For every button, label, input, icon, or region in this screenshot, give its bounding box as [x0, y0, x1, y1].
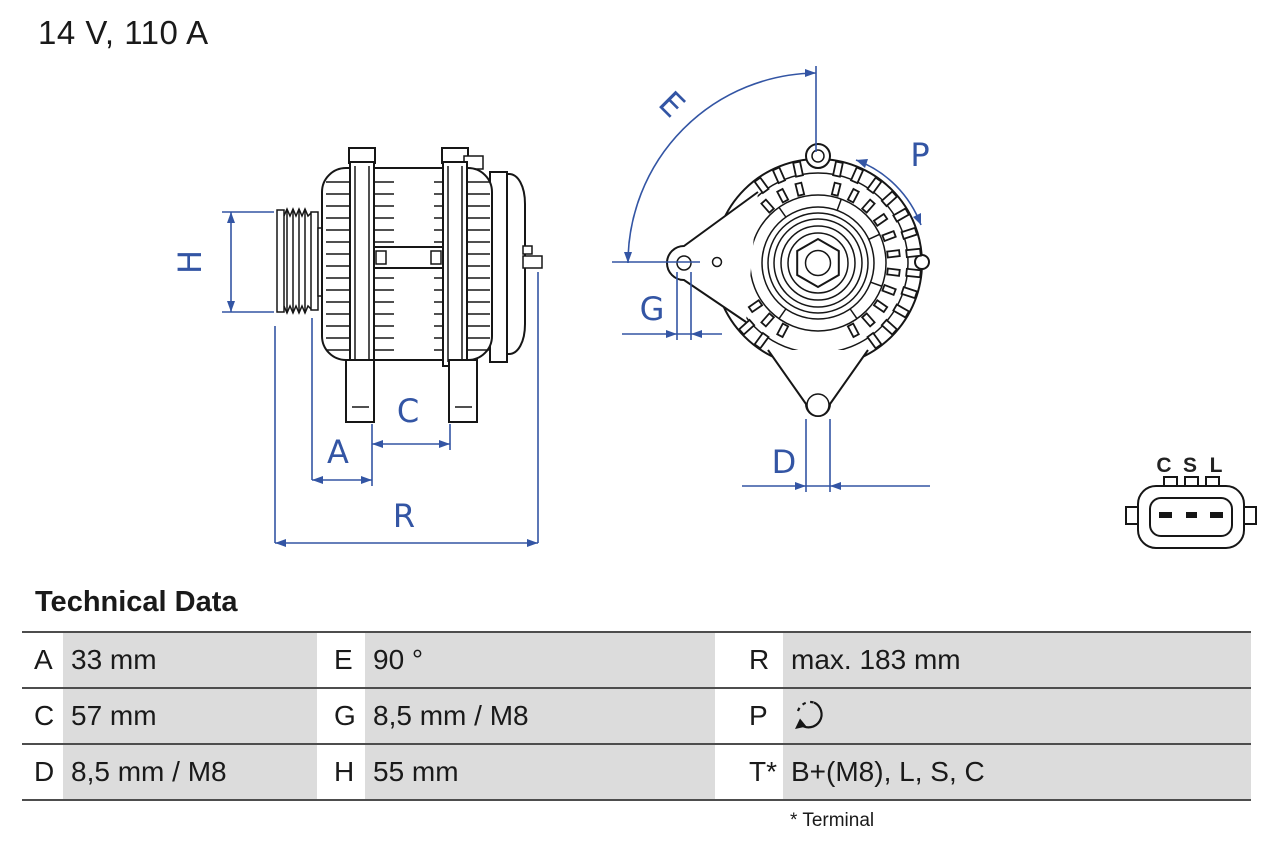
connector-pin-label-l: L [1210, 454, 1223, 477]
vent-slots [737, 160, 922, 350]
through-bolts [349, 161, 468, 367]
row-label: T* [715, 745, 783, 799]
dimension-C: C [372, 392, 451, 450]
row-value: 57 mm [63, 689, 317, 743]
dim-label-P: P [910, 136, 929, 174]
rotation-direction-icon [795, 700, 823, 729]
bottom-bolt-hole [806, 393, 830, 417]
connector-pin-l [1210, 512, 1223, 518]
dim-label-E: E [651, 84, 692, 125]
connector-pin-s [1186, 512, 1197, 518]
page-title: 14 V, 110 A [38, 14, 209, 51]
dim-label-R: R [393, 497, 415, 535]
row-value: 33 mm [63, 633, 317, 687]
rear-cover [489, 171, 543, 363]
terminal-stud-small [522, 245, 533, 255]
row-label: R [715, 633, 783, 687]
left-mounting-arm [666, 191, 759, 323]
row-value: 8,5 mm / M8 [63, 745, 317, 799]
table-row: A 33 mm E 90 ° R max. 183 mm [22, 633, 1251, 689]
alternator-front-view [666, 143, 930, 417]
table-heading: Technical Data [35, 586, 238, 618]
pulley [276, 207, 327, 315]
row-label: H [317, 745, 365, 799]
dimension-P: P [855, 136, 930, 226]
connector-diagram: C S L [1125, 454, 1257, 549]
row-value: 55 mm [365, 745, 715, 799]
terminal-stud-bplus [522, 255, 543, 269]
dim-label-G: G [640, 290, 665, 328]
row-label: P [715, 689, 783, 743]
dimension-D: D [742, 419, 930, 492]
technical-drawing: H A C R [171, 66, 1257, 549]
terminal-footnote: * Terminal [790, 810, 875, 831]
row-label: G [317, 689, 365, 743]
shaft-nut [796, 237, 840, 289]
row-label: E [317, 633, 365, 687]
stator-spokes [778, 198, 883, 320]
row-value: 8,5 mm / M8 [365, 689, 715, 743]
dim-label-D: D [772, 443, 797, 481]
connector-pin-c [1159, 512, 1172, 518]
alternator-side-view [276, 147, 543, 423]
dimension-R: R [275, 272, 539, 547]
row-value: max. 183 mm [783, 633, 1251, 687]
row-label: A [22, 633, 63, 687]
dim-label-C: C [397, 392, 419, 430]
connector-pin-label-c: C [1156, 454, 1171, 477]
dimension-A: A [274, 318, 373, 543]
arm-bolt-hole [676, 255, 692, 271]
dimension-H: H [171, 211, 274, 313]
dim-label-A: A [327, 433, 349, 471]
row-label: D [22, 745, 63, 799]
right-lug [914, 254, 930, 270]
row-value: 90 ° [365, 633, 715, 687]
table-row: D 8,5 mm / M8 H 55 mm T* B+(M8), L, S, C [22, 745, 1251, 801]
mounting-feet [345, 359, 478, 423]
dimension-G: G [622, 272, 722, 340]
row-label: C [22, 689, 63, 743]
technical-data-table: A 33 mm E 90 ° R max. 183 mm C 57 mm G 8… [22, 631, 1251, 832]
table-row: C 57 mm G 8,5 mm / M8 P [22, 689, 1251, 745]
bottom-mounting-arm [767, 349, 869, 417]
connector-pin-label-s: S [1183, 454, 1197, 477]
row-value: B+(M8), L, S, C [783, 745, 1251, 799]
rotation-direction-cell [783, 689, 1251, 743]
dim-label-H: H [171, 250, 209, 274]
